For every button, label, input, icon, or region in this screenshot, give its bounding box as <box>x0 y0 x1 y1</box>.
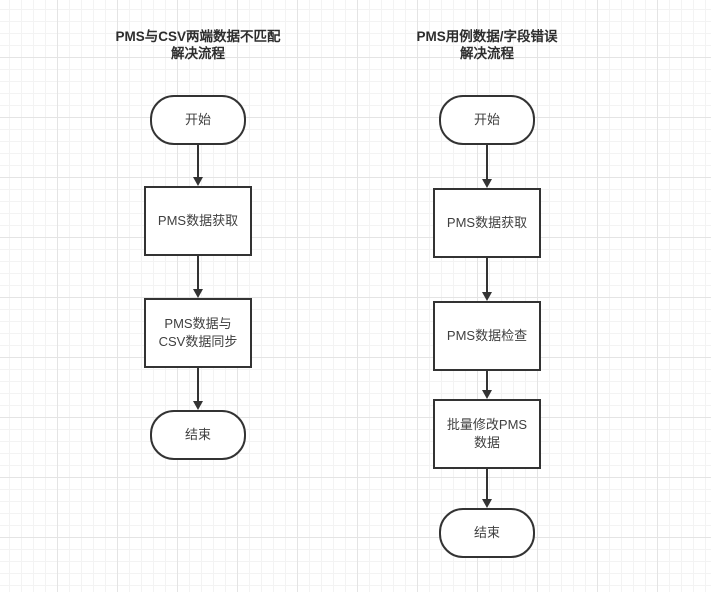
node-label: PMS数据获取 <box>157 213 239 228</box>
flow-right-arrow-3[interactable] <box>482 371 492 399</box>
arrow-head-icon <box>482 390 492 399</box>
flow-right-end-node[interactable]: 结束 <box>439 508 535 558</box>
flow-right-arrow-4[interactable] <box>482 469 492 508</box>
flow-left-end-node[interactable]: 结束 <box>150 410 246 460</box>
arrow-line <box>486 258 488 292</box>
arrow-line <box>197 145 199 177</box>
node-label: PMS数据与 CSV数据同步 <box>158 316 238 349</box>
flow-left-arrow-2[interactable] <box>193 256 203 298</box>
arrow-line <box>197 256 199 289</box>
node-label: 批量修改PMS 数据 <box>446 417 528 450</box>
node-label: PMS数据检查 <box>446 328 528 343</box>
arrow-line <box>486 469 488 499</box>
node-label: 开始 <box>473 112 500 127</box>
arrow-line <box>486 371 488 390</box>
arrow-head-icon <box>193 289 203 298</box>
flow-left-process-node-2[interactable]: PMS数据与 CSV数据同步 <box>144 298 252 368</box>
arrow-line <box>197 368 199 401</box>
flow-right-process-node-1[interactable]: PMS数据获取 <box>433 188 541 258</box>
arrow-line <box>486 145 488 179</box>
flow-left-arrow-1[interactable] <box>193 145 203 186</box>
flow-right-arrow-1[interactable] <box>482 145 492 188</box>
flow-right-process-node-3[interactable]: 批量修改PMS 数据 <box>433 399 541 469</box>
flow-right-start-node[interactable]: 开始 <box>439 95 535 145</box>
flow-right-process-node-2[interactable]: PMS数据检查 <box>433 301 541 371</box>
arrow-head-icon <box>482 179 492 188</box>
flowchart-left-title[interactable]: PMS与CSV两端数据不匹配 解决流程 <box>115 29 281 61</box>
flow-right-arrow-2[interactable] <box>482 258 492 301</box>
node-label: 开始 <box>184 112 211 127</box>
flowchart-right-title[interactable]: PMS用例数据/字段错误 解决流程 <box>416 29 558 61</box>
node-label: 结束 <box>184 427 211 442</box>
arrow-head-icon <box>482 292 492 301</box>
node-label: PMS数据获取 <box>446 215 528 230</box>
node-label: 结束 <box>473 525 500 540</box>
flow-left-arrow-3[interactable] <box>193 368 203 410</box>
arrow-head-icon <box>482 499 492 508</box>
flow-left-start-node[interactable]: 开始 <box>150 95 246 145</box>
arrow-head-icon <box>193 177 203 186</box>
flow-left-process-node-1[interactable]: PMS数据获取 <box>144 186 252 256</box>
arrow-head-icon <box>193 401 203 410</box>
